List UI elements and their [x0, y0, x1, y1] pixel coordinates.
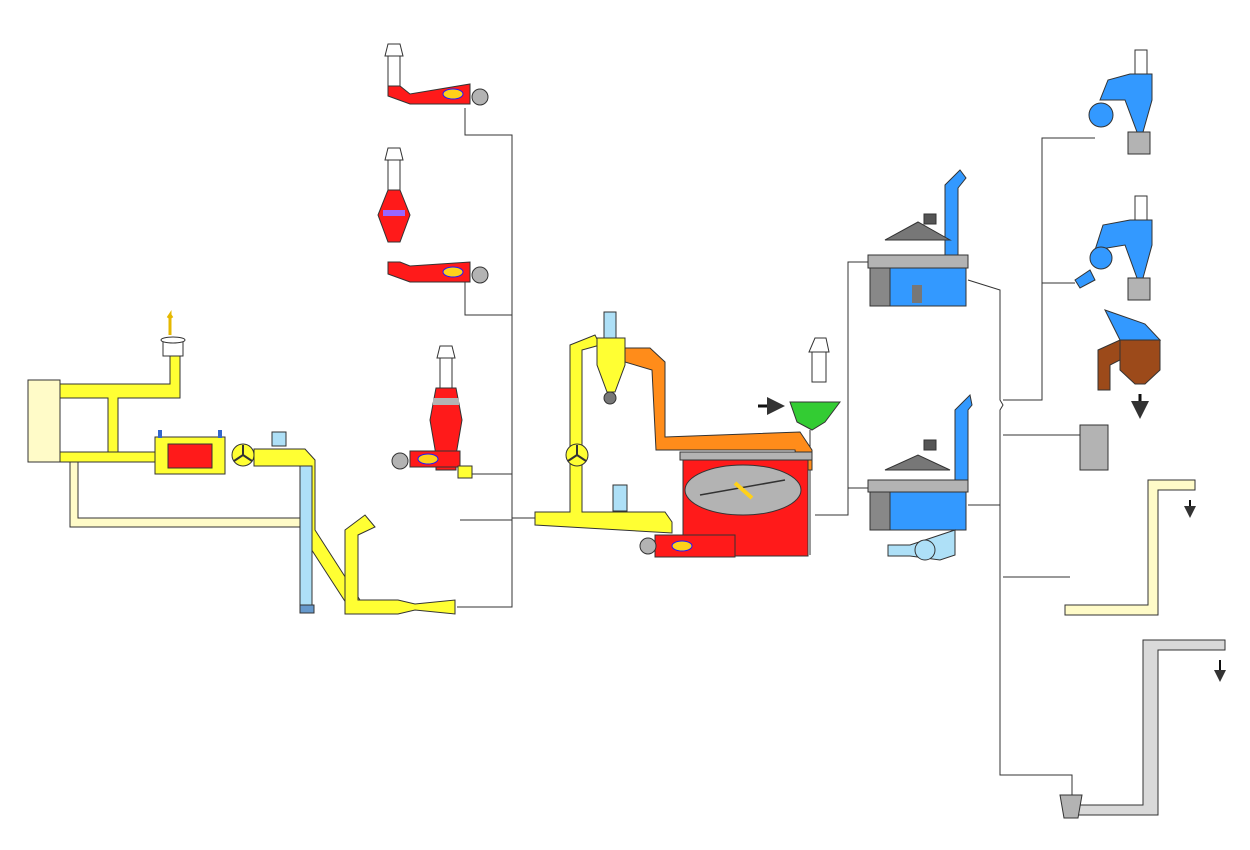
bucket-conveyor-upper[interactable]: [1064, 479, 1196, 616]
cooling-fan-icon: [914, 539, 936, 561]
product-silo[interactable]: [1079, 309, 1162, 471]
dryer-section[interactable]: [534, 311, 841, 558]
hot-air-return-duct: [344, 514, 456, 615]
dryer-exhaust-duct: [624, 347, 813, 471]
cooler-lower[interactable]: [867, 393, 973, 561]
hot-air-duct-upper: [59, 354, 181, 453]
burner-lower[interactable]: [391, 345, 473, 479]
air-heater-loop[interactable]: [27, 310, 361, 614]
cooler-upper[interactable]: [867, 169, 969, 307]
bucket-conveyor-lower[interactable]: [1059, 639, 1226, 819]
hot-air-riser: [534, 334, 673, 534]
dust-cyclone: [596, 337, 626, 393]
cyclone-upper[interactable]: [1088, 49, 1153, 155]
hot-air-duct-lower: [59, 451, 161, 463]
feed-hopper: [789, 401, 841, 431]
burner-middle[interactable]: [377, 147, 489, 284]
cyclone-lower[interactable]: [1074, 195, 1153, 301]
burner-top[interactable]: [384, 43, 489, 106]
